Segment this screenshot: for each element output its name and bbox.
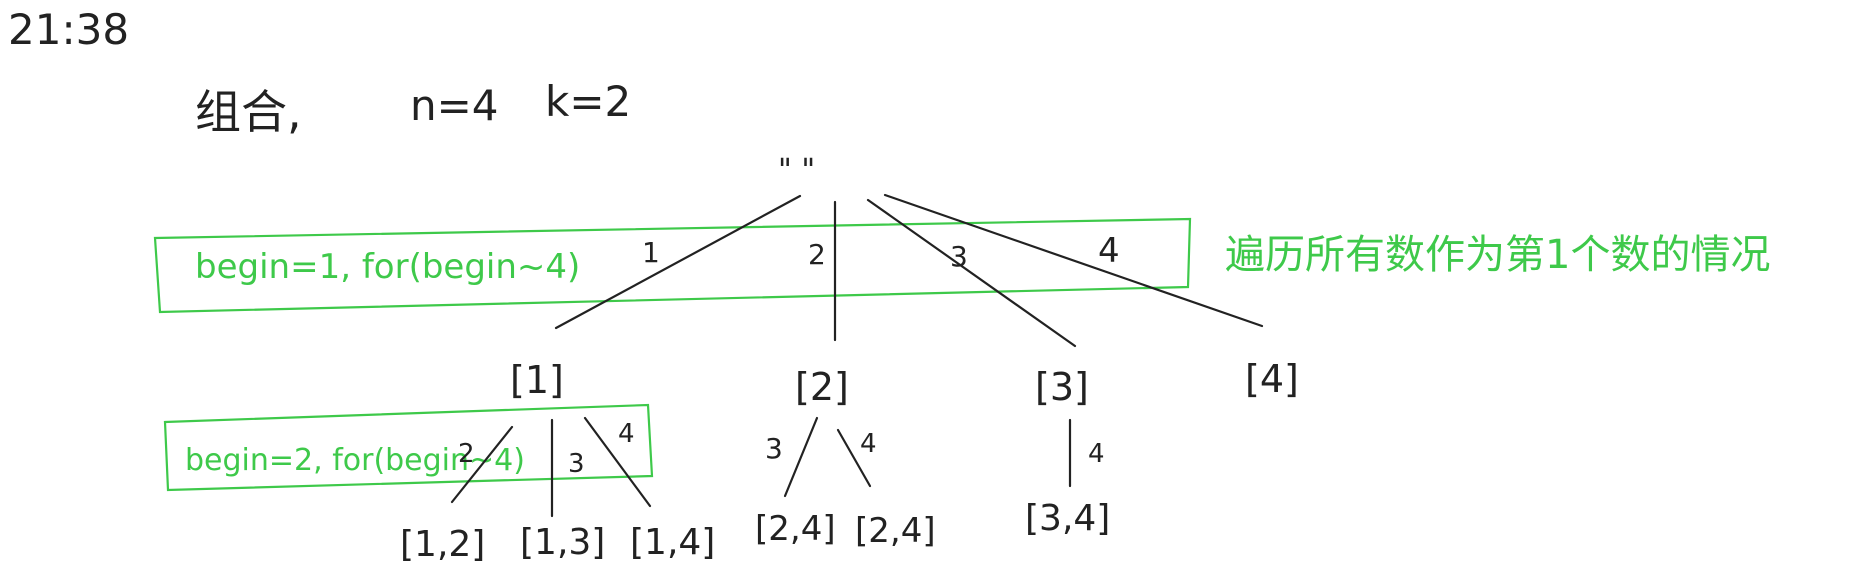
timestamp: 21:38 bbox=[8, 5, 129, 54]
node-2: [2] bbox=[795, 365, 849, 409]
edge-1-2 bbox=[450, 425, 514, 504]
edge-label-1-4: 4 bbox=[618, 419, 635, 449]
heading-label: 组合, bbox=[195, 85, 302, 139]
level2-annotation-box bbox=[163, 403, 654, 492]
edge-1-4 bbox=[583, 416, 652, 508]
edge-label-3: 3 bbox=[950, 240, 968, 273]
level2-box-text: begin=2, for(begin~4) bbox=[185, 443, 525, 478]
edge-root-3 bbox=[866, 198, 1077, 348]
edge-label-2-3: 3 bbox=[765, 432, 783, 465]
node-3: [3] bbox=[1035, 365, 1089, 409]
heading-n: n=4 bbox=[410, 81, 499, 130]
edge-2-4 bbox=[836, 428, 872, 488]
leaf-1-3: [1,3] bbox=[520, 522, 605, 563]
edge-label-3-4: 4 bbox=[1088, 439, 1105, 469]
leaf-1-2: [1,2] bbox=[400, 524, 485, 565]
edge-label-1-3: 3 bbox=[568, 449, 585, 479]
node-1: [1] bbox=[510, 358, 564, 402]
edge-2-3 bbox=[783, 416, 819, 498]
leaf-3-4: [3,4] bbox=[1025, 498, 1110, 539]
node-4: [4] bbox=[1245, 357, 1299, 401]
leaf-2-3: [2,4] bbox=[755, 509, 836, 549]
edge-label-1-2: 2 bbox=[458, 439, 475, 469]
edge-root-4 bbox=[883, 193, 1264, 328]
level1-annotation-box bbox=[153, 217, 1192, 314]
edge-root-1 bbox=[554, 194, 802, 330]
heading-k: k=2 bbox=[545, 77, 631, 126]
level1-note: 遍历所有数作为第1个数的情况 bbox=[1225, 232, 1770, 278]
leaf-1-4: [1,4] bbox=[630, 522, 715, 563]
level1-box-text: begin=1, for(begin~4) bbox=[195, 247, 580, 287]
edge-label-2: 2 bbox=[808, 238, 826, 271]
leaf-2-4: [2,4] bbox=[855, 511, 936, 551]
edge-label-1: 1 bbox=[642, 236, 660, 269]
root-node: " " bbox=[778, 153, 815, 188]
edge-label-4: 4 bbox=[1098, 231, 1120, 271]
edge-label-2-4: 4 bbox=[860, 429, 877, 459]
